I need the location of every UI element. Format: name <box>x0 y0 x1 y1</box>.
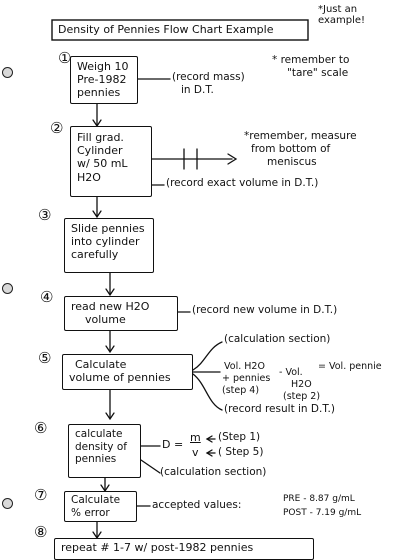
step-6-line-3: pennies <box>75 453 117 466</box>
step-4-line-1: read new H2O <box>71 300 150 313</box>
density-formula-label: D = <box>162 438 184 451</box>
note-tare-scale: * remember to <box>272 54 350 66</box>
step-3-line-1: Slide pennies <box>71 222 145 235</box>
step-number-4: ④ <box>40 288 54 306</box>
note-accepted-values: accepted values: <box>152 499 242 511</box>
step-number-2: ② <box>50 119 64 137</box>
note-record-new-volume: (record new volume in D.T.) <box>192 304 338 316</box>
note-meniscus-3: meniscus <box>267 156 317 168</box>
step-box-weigh: Weigh 10 Pre-1982 pennies <box>70 56 138 104</box>
note-plus-pennies: + pennies <box>222 373 271 384</box>
note-step2: (step 2) <box>283 391 321 402</box>
step-6-line-1: calculate <box>75 428 123 440</box>
step-3-line-2: into cylinder <box>71 235 140 249</box>
note-tare-scale-2: "tare" scale <box>287 67 349 79</box>
step-7-line-1: Calculate <box>71 494 121 506</box>
note-record-volume: (record exact volume in D.T.) <box>166 177 319 189</box>
binder-hole-top <box>2 67 13 78</box>
note-step1-ref: (Step 1) <box>218 431 261 443</box>
note-record-mass: (record mass) <box>172 71 245 83</box>
step-box-fill-cylinder: Fill grad. Cylinder w/ 50 mL H2O <box>70 126 152 197</box>
step-2-line-2: Cylinder <box>77 144 123 158</box>
note-meniscus-2: from bottom of <box>251 143 331 155</box>
density-formula-volume: v <box>192 446 199 459</box>
step-number-7: ⑦ <box>34 486 48 504</box>
note-step4: (step 4) <box>222 385 260 396</box>
title-note: *Just an example! <box>318 4 366 26</box>
step-2-line-4: H2O <box>77 170 101 184</box>
step-5-line-1: Calculate <box>75 358 127 371</box>
step-5-line-2: volume of pennies <box>69 371 171 385</box>
step-1-line-3: pennies <box>77 86 121 100</box>
step-box-repeat: repeat # 1-7 w/ post-1982 pennies <box>54 538 314 560</box>
note-post-1982-value: POST - 7.19 g/mL <box>283 508 362 518</box>
note-pre-1982-value: PRE - 8.87 g/mL <box>283 494 355 504</box>
step-6-line-2: density of <box>75 440 127 453</box>
step-2-line-3: w/ 50 mL <box>77 157 128 171</box>
step-number-5: ⑤ <box>38 349 52 367</box>
binder-hole-bottom <box>2 498 13 509</box>
step-number-6: ⑥ <box>34 419 48 437</box>
step-box-calculate-density: calculate density of pennies <box>68 424 141 478</box>
step-box-percent-error: Calculate % error <box>64 491 137 522</box>
step-1-line-2: Pre-1982 <box>77 73 127 87</box>
note-record-result: (record result in D.T.) <box>224 403 335 415</box>
note-record-mass-2: in D.T. <box>181 84 214 96</box>
step-3-line-3: carefully <box>71 248 119 262</box>
step-box-calculate-volume: Calculate volume of pennies <box>62 354 193 390</box>
note-equals-vol-pennies: = Vol. pennie <box>318 361 382 372</box>
note-calc-section-2: (calculation section) <box>160 466 267 478</box>
step-8-line-1: repeat # 1-7 w/ post-1982 pennies <box>61 541 254 554</box>
step-number-1: ① <box>58 49 72 67</box>
step-number-3: ③ <box>38 206 52 224</box>
step-box-read-volume: read new H2O volume <box>64 296 178 331</box>
note-minus-vol: - Vol. <box>279 367 303 378</box>
note-step5-ref: ( Step 5) <box>218 446 264 458</box>
step-4-line-2: volume <box>85 313 126 327</box>
note-vol-h2o: Vol. H2O <box>224 361 265 372</box>
step-number-8: ⑧ <box>34 523 48 541</box>
step-box-slide-pennies: Slide pennies into cylinder carefully <box>64 218 154 273</box>
note-meniscus-1: *remember, measure <box>244 130 357 142</box>
chart-title: Density of Pennies Flow Chart Example <box>58 23 274 36</box>
note-h2o: H2O <box>291 379 312 390</box>
binder-hole-middle <box>2 283 13 294</box>
step-2-line-1: Fill grad. <box>77 131 124 144</box>
density-formula-mass: m <box>190 431 201 444</box>
step-1-line-1: Weigh 10 <box>77 60 129 73</box>
step-7-line-2: % error <box>71 506 110 519</box>
note-calc-section-1: (calculation section) <box>224 333 331 345</box>
